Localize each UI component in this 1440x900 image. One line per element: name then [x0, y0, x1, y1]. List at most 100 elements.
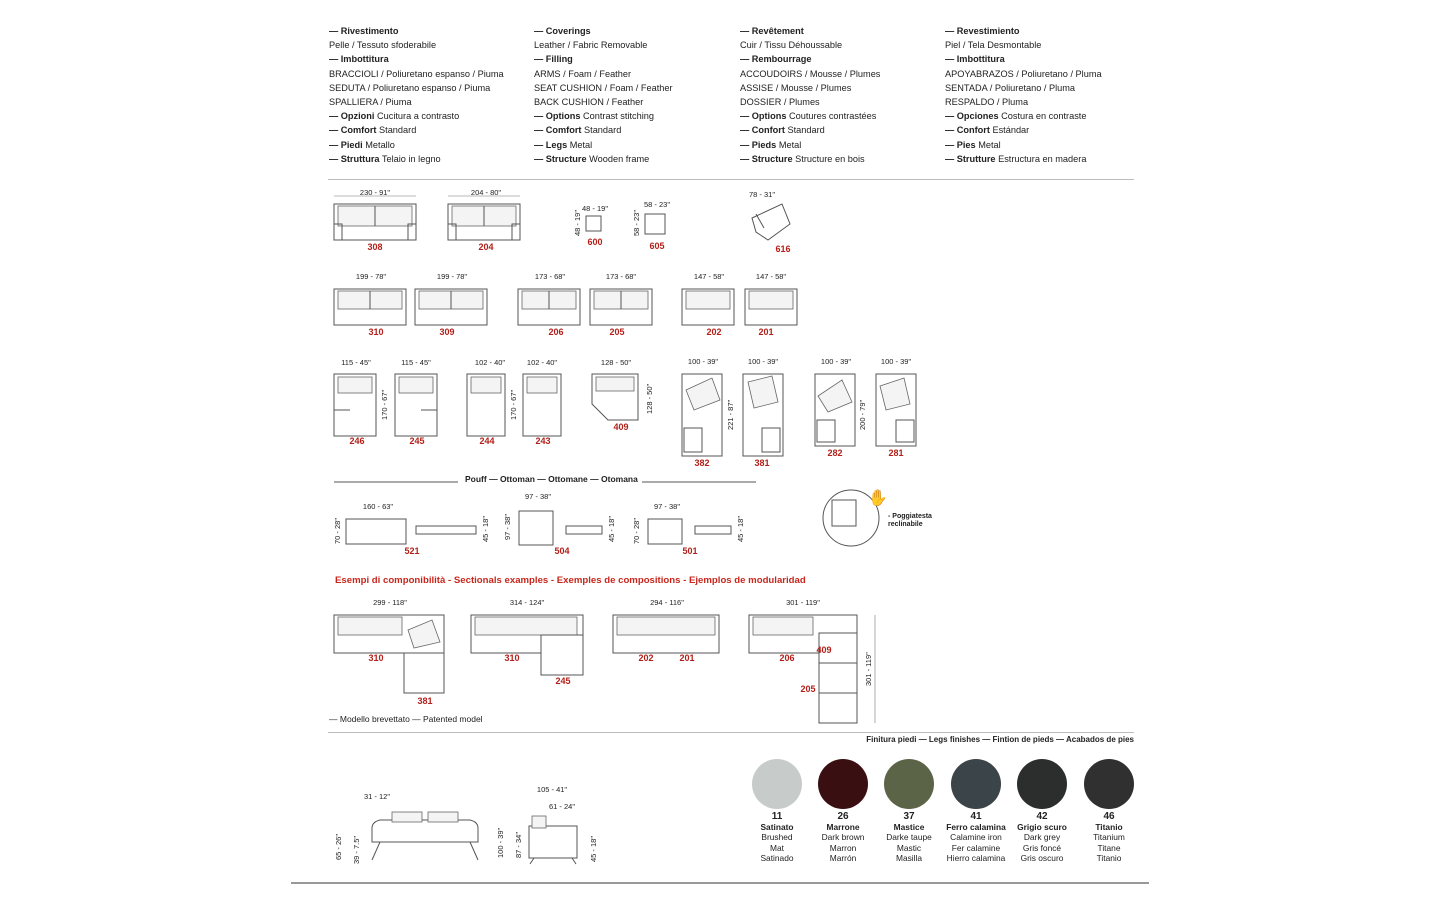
spec-value: ASSISE / Mousse / Plumes [740, 82, 852, 93]
spec-line: — Imbottitura [945, 52, 1145, 66]
ex1-code-b: 381 [417, 696, 433, 706]
spec-value: Standard [784, 125, 825, 136]
dim-205: 173 - 68" [605, 272, 637, 281]
spec-value: Estructura en madera [995, 153, 1087, 164]
dim-202: 147 - 58" [693, 272, 725, 281]
sectional-example-3 [612, 614, 720, 654]
spec-label: — Confort [740, 125, 785, 136]
finish-num: 11 [771, 811, 783, 822]
code-206: 206 [548, 327, 564, 337]
leg-501: 45 - 18" [736, 515, 745, 542]
dim-206: 173 - 68" [534, 272, 566, 281]
vdim-282: 200 - 79" [858, 399, 867, 430]
spec-value: SPALLIERA / Piuma [329, 97, 412, 108]
dim-282: 100 - 39" [820, 357, 852, 366]
code-382: 382 [694, 458, 710, 468]
divider-mid [328, 732, 1134, 733]
spec-label: — Coverings [534, 26, 591, 36]
side-vdim-5: 45 - 18" [589, 835, 598, 862]
finish-fr: Gris foncé [1022, 842, 1062, 853]
spec-line: ASSISE / Mousse / Plumes [740, 81, 940, 95]
ex2-code-b: 245 [555, 676, 571, 686]
spec-value: SEAT CUSHION / Foam / Feather [534, 82, 673, 93]
headrest-circle [822, 489, 880, 547]
vdim-246: 170 - 67" [380, 389, 389, 420]
spec-label: — Imbottitura [945, 54, 1005, 65]
spec-value: Standard [376, 125, 417, 136]
module-616-drawing [751, 203, 791, 241]
spec-line: — Strutture Estructura en madera [945, 152, 1145, 166]
dim-382: 100 - 39" [687, 357, 719, 366]
code-281: 281 [888, 448, 904, 458]
finish-num: 26 [837, 811, 849, 822]
module-504-side [565, 525, 603, 535]
dim-600: 48 - 19" [581, 204, 609, 213]
spec-label: — Structure [534, 153, 587, 164]
spec-value: Metal [975, 139, 1001, 150]
spec-label: — Imbottitura [329, 54, 389, 65]
code-504: 504 [554, 546, 570, 556]
code-409: 409 [613, 422, 629, 432]
spec-line: — Legs Metal [534, 138, 734, 152]
leg-521: 45 - 18" [481, 515, 490, 542]
dim-ex2: 314 - 124" [509, 598, 545, 607]
finish-it: Grigio scuro [1017, 822, 1067, 833]
side-vdim-3: 100 - 39" [496, 827, 505, 858]
finish-fr: Fer calamine [951, 842, 1001, 853]
side-dim-3: 61 - 24" [548, 802, 576, 811]
dim-605: 58 - 23" [643, 200, 671, 209]
finish-it: Satinato [760, 822, 794, 833]
spec-line: Cuir / Tissu Déhoussable [740, 38, 940, 52]
spec-value: ARMS / Foam / Feather [534, 68, 632, 79]
spec-line: BRACCIOLI / Poliuretano espanso / Piuma [329, 67, 529, 81]
finish-swatch-11 [752, 759, 802, 809]
spec-label: — Confort [945, 125, 990, 136]
finish-en: Titanium [1093, 832, 1125, 843]
spec-value: RESPALDO / Pluma [945, 97, 1029, 108]
dim-521: 160 - 63" [362, 502, 394, 511]
code-205: 205 [609, 327, 625, 337]
finish-swatch-46 [1084, 759, 1134, 809]
ottoman-title: Pouff — Ottoman — Ottomane — Otomana [465, 474, 638, 484]
side-vdim-4: 87 - 34" [514, 831, 523, 858]
spec-label: — Revestimiento [945, 26, 1020, 36]
spec-line: — Rembourrage [740, 52, 940, 66]
finish-fr: Marron [829, 842, 857, 853]
ex3-code-b: 201 [679, 653, 695, 663]
finish-it: Ferro calamina [946, 822, 1006, 833]
module-504-top [518, 510, 554, 546]
spec-line: — Pies Metal [945, 138, 1145, 152]
vdim-600: 48 - 19" [573, 209, 582, 236]
spec-label: — Structure [740, 153, 793, 164]
spec-label: — Rembourrage [740, 54, 812, 65]
spec-line: SEDUTA / Poliuretano espanso / Piuma [329, 81, 529, 95]
spec-label: — Opciones [945, 111, 999, 122]
spec-line: — Confort Estándar [945, 123, 1145, 137]
finish-es: Titanio [1096, 852, 1122, 863]
spec-value: Structure en bois [792, 153, 865, 164]
side-vdim-1: 65 - 26" [334, 833, 343, 860]
dim-308: 230 - 91" [359, 188, 391, 197]
spec-line: — Comfort Standard [534, 123, 734, 137]
dim-ex1: 299 - 118" [373, 598, 407, 607]
finish-es: Masilla [895, 852, 923, 863]
spec-label: — Pies [945, 139, 976, 150]
spec-label: — Comfort [534, 125, 582, 136]
finish-it: Titanio [1095, 822, 1123, 833]
spec-line: DOSSIER / Plumes [740, 95, 940, 109]
finish-num: 46 [1103, 811, 1115, 822]
vdim-244: 170 - 67" [509, 389, 518, 420]
finish-en: Calamine iron [950, 832, 1002, 843]
ex4-code-b: 409 [816, 645, 832, 655]
vdim-382: 221 - 87" [726, 399, 735, 430]
spec-label: — Revêtement [740, 26, 804, 36]
spec-line: Piel / Tela Desmontable [945, 38, 1145, 52]
spec-value: DOSSIER / Plumes [740, 97, 820, 108]
spec-line: BACK CUSHION / Feather [534, 95, 734, 109]
module-501-top [647, 518, 683, 545]
spec-line: APOYABRAZOS / Poliuretano / Pluma [945, 67, 1145, 81]
